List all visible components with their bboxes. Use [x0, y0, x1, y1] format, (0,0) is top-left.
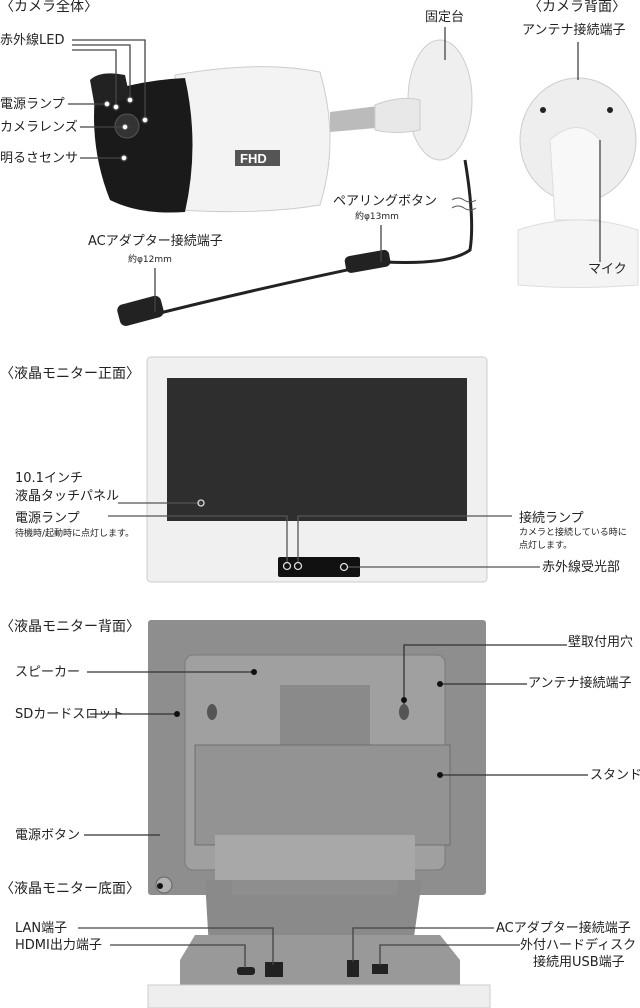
monitor-front-illustration	[108, 356, 540, 583]
label-stand: スタンド	[590, 768, 640, 783]
label-power-button: 電源ボタン	[15, 828, 81, 843]
monitor-back-title: 〈液晶モニター背面〉	[0, 619, 140, 635]
label-ir-receiver: 赤外線受光部	[542, 560, 621, 575]
monitor-bottom-illustration	[78, 880, 520, 1008]
label-ac-size: 約φ12mm	[128, 255, 172, 265]
label-brightness-sensor: 明るさセンサ	[0, 151, 79, 166]
label-pairing-button: ペアリングボタン	[333, 194, 438, 209]
monitor-back-illustration	[84, 620, 588, 895]
label-sd-slot: SDカードスロット	[15, 707, 125, 722]
camera-leader-lines	[68, 27, 601, 312]
label-panel-size: 10.1インチ	[15, 471, 83, 486]
label-mount: 固定台	[425, 10, 465, 25]
label-camera-ac-terminal: ACアダプター接続端子	[88, 234, 223, 249]
label-hdmi: HDMI出力端子	[15, 938, 102, 953]
label-pairing-size: 約φ13mm	[355, 212, 399, 222]
label-connect-note2: 点灯します。	[519, 541, 573, 551]
label-ir-led: 赤外線LED	[0, 33, 65, 48]
label-camera-lens: カメラレンズ	[0, 120, 78, 135]
label-monitor-ac: ACアダプター接続端子	[496, 921, 631, 936]
label-usb-line2: 接続用USB端子	[533, 955, 625, 970]
label-speaker: スピーカー	[15, 665, 81, 680]
label-touch-panel: 液晶タッチパネル	[15, 489, 120, 504]
label-power-lamp-note: 待機時/起動時に点灯します。	[15, 529, 135, 539]
label-camera-antenna: アンテナ接続端子	[522, 23, 626, 38]
camera-illustration: FHD	[90, 39, 477, 326]
label-monitor-antenna: アンテナ接続端子	[528, 676, 632, 691]
monitor-bottom-title: 〈液晶モニター底面〉	[0, 881, 140, 897]
label-connect-note1: カメラと接続している時に	[519, 528, 627, 538]
label-monitor-power-lamp: 電源ランプ	[15, 511, 80, 526]
label-connect-lamp: 接続ランプ	[519, 511, 584, 526]
label-mic: マイク	[588, 262, 627, 277]
camera-back-illustration	[517, 77, 639, 288]
label-wall-hole: 壁取付用穴	[568, 635, 634, 650]
fhd-logo: FHD	[240, 151, 267, 166]
camera-full-title: 〈カメラ全体〉	[0, 0, 98, 15]
label-lan: LAN端子	[15, 921, 68, 936]
label-usb-line1: 外付ハードディスク	[520, 938, 637, 953]
camera-back-title: 〈カメラ背面〉	[528, 0, 626, 15]
label-camera-power-lamp: 電源ランプ	[0, 97, 65, 112]
monitor-front-title: 〈液晶モニター正面〉	[0, 366, 140, 382]
camera-callout-dots	[103, 96, 149, 162]
